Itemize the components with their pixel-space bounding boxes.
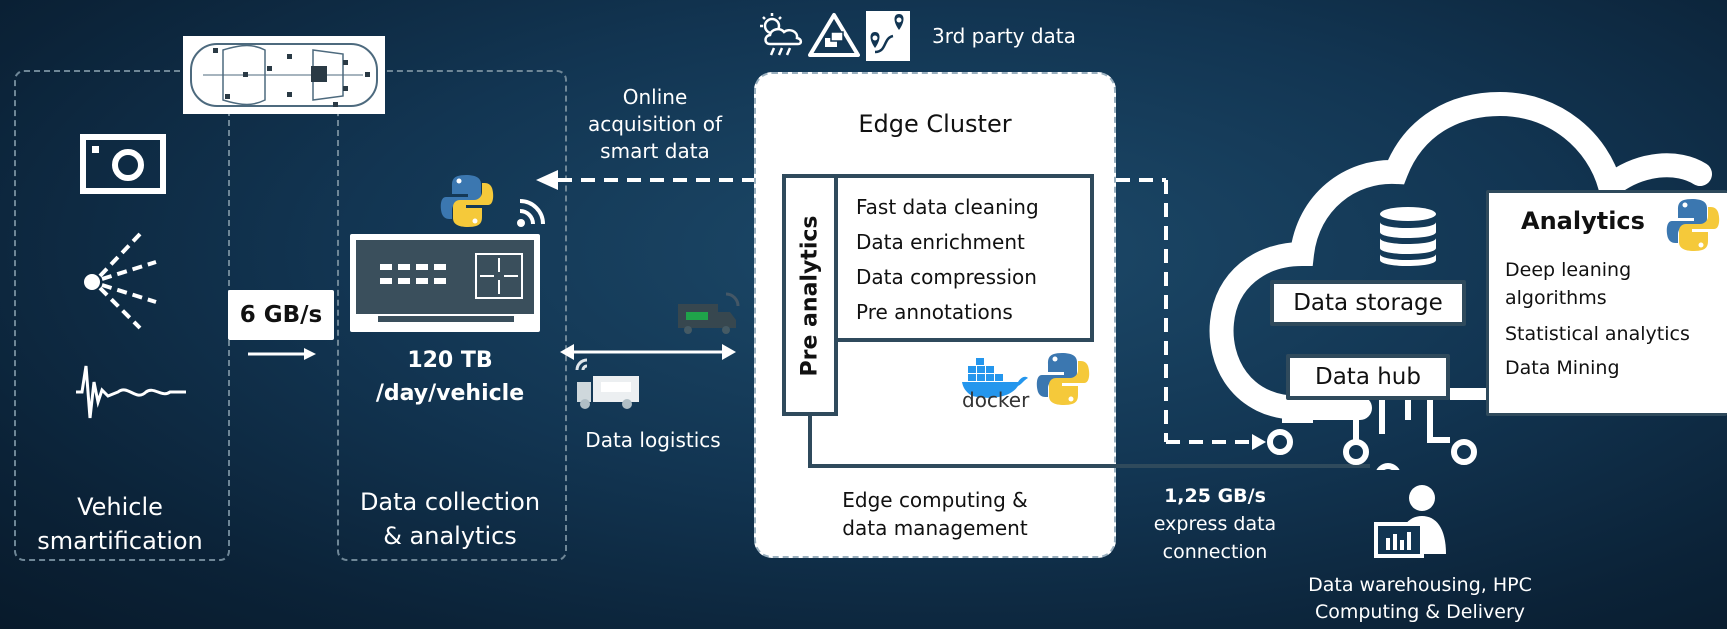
online-acquisition-arrow — [536, 166, 756, 194]
weather-icon — [756, 12, 806, 58]
wifi-icon — [516, 194, 550, 228]
hub-connector — [1450, 388, 1490, 400]
analytics-item: Statistical analytics — [1505, 323, 1690, 345]
data-hub-box: Data hub — [1286, 354, 1450, 400]
edge-caption: Edge computing & data management — [842, 488, 1028, 540]
edge-item: Data enrichment — [856, 230, 1025, 254]
python-icon — [1664, 196, 1722, 254]
data-storage-box: Data storage — [1270, 280, 1466, 326]
arrow-right-icon — [248, 344, 318, 364]
analytics-item: Deep leaning — [1505, 259, 1632, 281]
python-icon — [438, 172, 496, 230]
radar-signal-icon — [74, 362, 188, 422]
data-logger-icon — [350, 234, 540, 332]
data-storage-label: Data storage — [1293, 290, 1443, 316]
volume-label: 120 TB /day/vehicle — [375, 348, 525, 406]
analytics-item: Data Mining — [1505, 357, 1620, 379]
third-party-label: 3rd party data — [932, 24, 1076, 48]
truck-icon — [575, 356, 643, 412]
analytics-item: algorithms — [1505, 287, 1607, 309]
collection-panel — [337, 70, 567, 561]
edge-item: Data compression — [856, 265, 1037, 289]
pre-analytics-label: Pre analytics — [797, 215, 823, 377]
traffic-warning-icon — [808, 12, 860, 58]
throughput-label: 6 GB/s — [239, 302, 323, 328]
user-workstation-icon — [1374, 484, 1454, 558]
logistics-label: Data logistics — [585, 428, 721, 452]
data-hub-label: Data hub — [1315, 364, 1421, 390]
warehouse-label: Data warehousing, HPC Computing & Delive… — [1308, 574, 1532, 623]
logistics-arrow — [560, 340, 736, 364]
edge-item: Pre annotations — [856, 300, 1013, 324]
truck-icon — [676, 290, 740, 336]
docker-icon — [960, 348, 1030, 410]
camera-icon — [80, 134, 166, 194]
cloud-icon — [1200, 90, 1727, 470]
lidar-icon — [80, 228, 160, 332]
edge-item: Fast data cleaning — [856, 195, 1039, 219]
collection-title: Data collection & analytics — [359, 488, 541, 550]
python-icon — [1034, 350, 1092, 408]
online-acquisition-label: Online acquisition of smart data — [587, 85, 723, 163]
vehicle-title: Vehicle smartification — [37, 493, 203, 555]
docker-label: docker — [962, 388, 1030, 412]
edge-items-box — [834, 174, 1094, 342]
database-icon — [1378, 206, 1438, 268]
express-connection-label: 1,25 GB/s express data connection — [1153, 485, 1277, 563]
throughput-badge: 6 GB/s — [228, 290, 334, 340]
car-topview-icon — [183, 36, 385, 114]
analytics-title: Analytics — [1521, 207, 1645, 235]
map-route-icon — [865, 10, 911, 62]
edge-cluster-title: Edge Cluster — [858, 110, 1012, 138]
analytics-box: Analytics Deep leaning algorithms Statis… — [1486, 190, 1727, 416]
